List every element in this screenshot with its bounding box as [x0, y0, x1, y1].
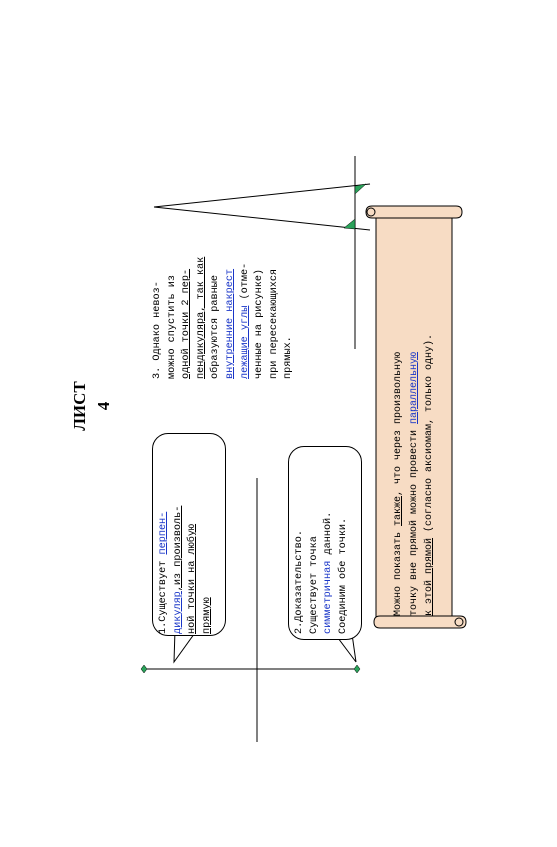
s-line2a: точку вне прямой можно провести	[408, 423, 420, 616]
bubble2-text: 2.Доказательство. Существует точка симме…	[293, 454, 353, 634]
t3-line3: одной точки 2 пер-	[181, 268, 193, 379]
b1-line2b: ,из произволь-	[172, 505, 184, 592]
scroll-top-curl	[365, 205, 463, 219]
b2-line2: Существует точка	[308, 536, 320, 634]
b2-line3a: симметричная	[323, 560, 335, 634]
b1-line4: прямую	[201, 597, 213, 634]
page-title: ЛИСТ 4	[70, 381, 113, 431]
t3-line2: можно спустить из	[166, 275, 178, 379]
triangle-side-top	[153, 183, 371, 208]
s-line2b: параллельную	[408, 351, 420, 424]
t3-line4: пендикуляра, так как	[195, 256, 207, 379]
b2-line1: 2.Доказательство.	[294, 530, 305, 634]
t3-line5: образуются равные	[210, 275, 222, 379]
point-left	[140, 664, 148, 674]
s-line1a: Можно показать	[393, 525, 404, 616]
bubble1-text: 1.Существует перпен- дикуляр,из произвол…	[157, 444, 217, 634]
scroll-body	[375, 207, 453, 619]
triangle-side-bottom	[153, 206, 371, 231]
t3-line8: ченные на рисунке)	[254, 268, 266, 379]
t3-line7b: (отме-	[239, 262, 251, 306]
b1-line1a: 1.Существует	[158, 554, 169, 634]
point-right	[353, 664, 361, 674]
b2-line4: Соединим обе точки.	[337, 517, 349, 634]
scroll-bottom-curl	[373, 615, 467, 629]
s-line3a: к этой прямой	[424, 537, 435, 616]
scroll-bottom-knob	[454, 617, 464, 627]
b1-line2a: дикуляр	[172, 591, 184, 634]
angle-mark-top	[354, 183, 367, 195]
scroll-top-knob	[366, 207, 376, 217]
t3-line9: при пересекающихся	[268, 268, 280, 379]
t3-line7a: лежащие углы	[239, 305, 251, 379]
b1-line1b: перпен-	[158, 511, 169, 555]
scroll-text: Можно показать также, что через произвол…	[391, 216, 437, 616]
s-line3b: (согласно аксиомам, только одну).	[424, 333, 435, 538]
s-line1b: также	[393, 495, 404, 526]
angle-mark-bottom	[343, 218, 356, 230]
bubble1-frame	[152, 433, 226, 636]
t3-line10: прямых.	[283, 336, 295, 379]
t3-line6: внутренние накрест	[224, 268, 236, 379]
b2-line3b: данной.	[323, 511, 335, 561]
b1-line3: ной точки на любую	[187, 523, 199, 634]
text3: 3. Однако невоз- можно спустить из одной…	[151, 203, 301, 379]
bubble2-frame	[288, 446, 362, 640]
t3-line1: 3. Однако невоз-	[152, 281, 163, 379]
s-line1c: , что через произвольную	[393, 351, 404, 496]
